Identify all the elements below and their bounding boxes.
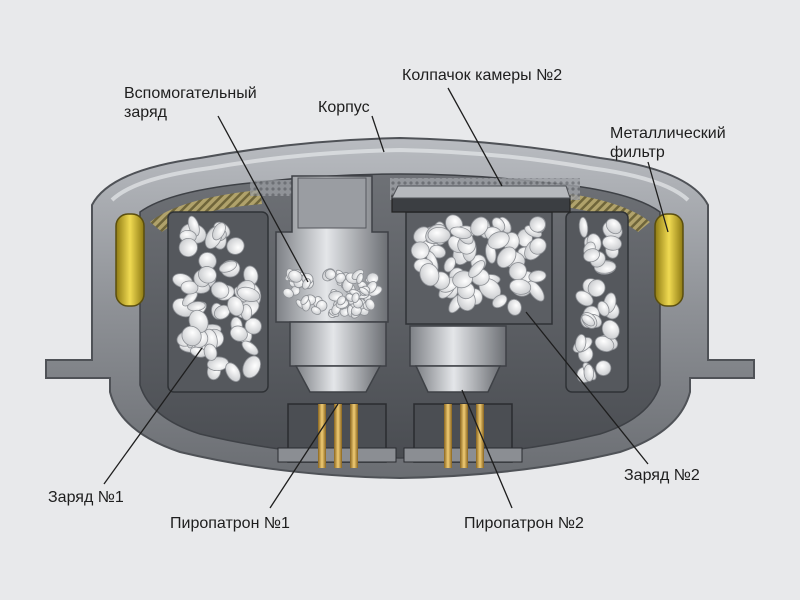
aux-charge-pellet bbox=[288, 269, 303, 283]
charge2-pellet bbox=[419, 263, 440, 287]
aux-charge-pellet bbox=[300, 295, 310, 305]
charge2-pellet bbox=[492, 294, 508, 309]
label-metal-filter-line2: фильтр bbox=[610, 144, 665, 161]
charge1-pellet bbox=[178, 237, 198, 258]
charge2-pellet bbox=[508, 262, 527, 281]
leader-squib2 bbox=[461, 389, 513, 509]
charge2-pellet bbox=[583, 248, 600, 263]
charge2-pellet bbox=[583, 364, 595, 382]
charge2-pellet bbox=[528, 270, 547, 283]
charge2-pellet bbox=[587, 279, 606, 298]
charge2-pellet bbox=[443, 256, 456, 273]
leader-charge2 bbox=[525, 311, 649, 465]
charge2-pellet bbox=[575, 334, 587, 353]
chamber-cap bbox=[391, 185, 571, 213]
label-charge2: Заряд №2 bbox=[624, 467, 700, 484]
charge2-pellet bbox=[487, 231, 510, 250]
leader-chamber-cap bbox=[447, 87, 503, 187]
charge2-pellet bbox=[450, 226, 472, 239]
charge1-pellet bbox=[198, 266, 217, 284]
charge1-pellet bbox=[230, 325, 248, 342]
charge2-pellet bbox=[410, 241, 430, 260]
squib-1-base bbox=[277, 403, 397, 468]
label-squib2: Пиропатрон №2 bbox=[464, 515, 584, 532]
charge1-pellet bbox=[218, 260, 238, 273]
charge1-pellet bbox=[203, 343, 218, 361]
charge1-pellet bbox=[225, 362, 241, 382]
leader-metal-filter bbox=[647, 161, 669, 233]
label-body: Корпус bbox=[318, 99, 370, 116]
label-aux-charge-line2: заряд bbox=[124, 104, 168, 121]
charge2-pellet bbox=[602, 235, 622, 251]
charge2-pellet bbox=[601, 319, 620, 340]
aux-charge-pellet bbox=[301, 278, 311, 290]
charge2-pellet bbox=[496, 246, 517, 269]
label-squib1: Пиропатрон №1 bbox=[170, 515, 290, 532]
charge2-pellet bbox=[507, 298, 522, 316]
aux-charge-pellet bbox=[310, 306, 322, 315]
label-metal-filter-line1: Металлический bbox=[610, 125, 726, 142]
charge1-pellet bbox=[226, 237, 245, 255]
aux-charge-pellet bbox=[282, 288, 294, 299]
charge2-pellet bbox=[427, 226, 451, 244]
leader-body bbox=[371, 115, 385, 153]
charge1-pellet bbox=[241, 340, 259, 356]
aux-charge-pellet bbox=[356, 272, 364, 284]
charge1-pellet bbox=[180, 280, 199, 295]
charge1-pellet bbox=[237, 286, 261, 302]
charge1-pellet bbox=[242, 355, 261, 379]
charge1-pellet bbox=[210, 281, 230, 299]
aux-charge-pellet bbox=[365, 298, 376, 311]
charge2-pellet bbox=[575, 290, 594, 307]
aux-charge-pellet bbox=[351, 292, 360, 303]
leader-lines bbox=[103, 87, 669, 509]
charge1-pellet bbox=[181, 325, 202, 347]
label-chamber-cap: Колпачок камеры №2 bbox=[402, 67, 562, 84]
labels: Вспомогательный заряд Корпус Колпачок ка… bbox=[48, 67, 726, 532]
squib-2-base bbox=[403, 403, 523, 468]
charge2-pellet bbox=[468, 260, 485, 278]
leader-squib1 bbox=[269, 403, 339, 509]
aux-charge-pellet bbox=[324, 268, 336, 280]
charge2-pellet bbox=[529, 216, 546, 233]
leader-aux-charge bbox=[217, 115, 309, 283]
charge2-pellet bbox=[595, 360, 612, 376]
housing-top-highlight bbox=[110, 147, 690, 202]
label-aux-charge-line1: Вспомогательный bbox=[124, 85, 257, 102]
leader-charge1 bbox=[103, 347, 203, 485]
charge1-pellet bbox=[227, 296, 244, 317]
aux-charge-pellet bbox=[359, 287, 370, 296]
charge2-pellet bbox=[527, 280, 545, 302]
label-charge1: Заряд №1 bbox=[48, 489, 124, 506]
charge1-pellet bbox=[212, 222, 226, 241]
squib-2-body bbox=[409, 325, 507, 393]
aux-charge-pellet bbox=[336, 295, 346, 306]
charge2-pellet bbox=[605, 218, 622, 235]
propellant-pellets bbox=[172, 214, 623, 383]
charge2-pellet bbox=[597, 300, 610, 317]
charge2-pellet bbox=[529, 237, 547, 255]
squib-1-body bbox=[289, 321, 387, 393]
metal-filter-left bbox=[115, 213, 145, 307]
charge2-pellet bbox=[581, 314, 595, 327]
charge2-pellet bbox=[470, 216, 489, 237]
charge2-pellet bbox=[509, 278, 532, 295]
metal-filter-right bbox=[654, 213, 684, 307]
charge2-pellet bbox=[578, 216, 589, 238]
charge1-pellet bbox=[244, 317, 262, 335]
